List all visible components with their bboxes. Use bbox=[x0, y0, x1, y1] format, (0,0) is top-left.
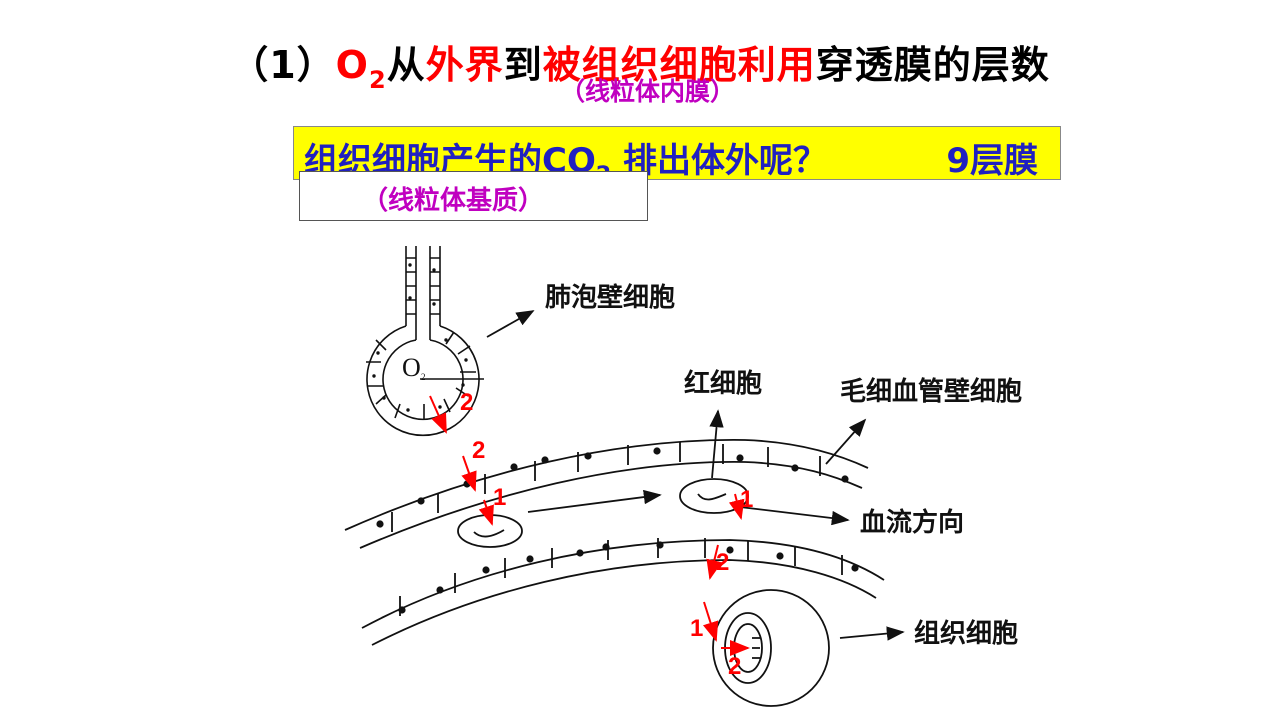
capillary-upper-dots bbox=[376, 447, 849, 528]
count-mitochondria: 2 bbox=[728, 653, 741, 680]
count-capillary-wall-in: 2 bbox=[472, 437, 485, 464]
answer-box-text: （线粒体基质） bbox=[362, 186, 545, 216]
title-used-by: 被组织细胞利用 bbox=[542, 43, 816, 87]
label-tissue-cell: 组织细胞 bbox=[914, 618, 1018, 649]
capillary-lower-dots bbox=[398, 541, 859, 614]
answer-box: （线粒体基质） bbox=[299, 171, 648, 221]
slide-title: （1）O2从外界到被组织细胞利用穿透膜的层数 bbox=[0, 34, 1280, 94]
label-capillary-wall-cell: 毛细血管壁细胞 bbox=[840, 376, 1022, 407]
title-outside: 外界 bbox=[425, 43, 504, 87]
count-rbc-out: 1 bbox=[740, 486, 753, 513]
capillary-upper-wall bbox=[344, 439, 869, 549]
title-from: 从 bbox=[386, 43, 426, 87]
count-capillary-wall-out: 2 bbox=[716, 549, 729, 576]
label-blood-flow-direction: 血流方向 bbox=[860, 507, 964, 538]
title-suffix: 穿透膜的层数 bbox=[815, 43, 1050, 87]
title-o2: O bbox=[335, 43, 369, 87]
title-to: 到 bbox=[503, 43, 543, 87]
o2-path-arrows bbox=[429, 395, 750, 656]
title-o2-subscript: 2 bbox=[368, 66, 387, 94]
question-text-after: 排出体外呢？ bbox=[611, 141, 828, 181]
alveolus-o2-subscript: 2 bbox=[421, 372, 426, 382]
title-prefix: （1） bbox=[230, 43, 336, 87]
count-rbc-in: 1 bbox=[493, 484, 506, 511]
count-alveolar-wall: 2 bbox=[460, 389, 473, 416]
label-red-blood-cell: 红细胞 bbox=[684, 368, 762, 399]
capillary-lower-wall bbox=[361, 538, 885, 646]
alveolus-o2-label: O bbox=[402, 353, 421, 382]
count-tissue-membrane: 1 bbox=[690, 615, 703, 642]
label-alveolar-cell: 肺泡壁细胞 bbox=[545, 282, 675, 313]
alveolus bbox=[366, 246, 484, 437]
alveolus-dots bbox=[372, 263, 468, 412]
pointer-arrows bbox=[486, 310, 905, 641]
question-answer: 9层膜 bbox=[946, 141, 1038, 181]
subtitle-inner-membrane: （线粒体内膜） bbox=[560, 77, 736, 106]
